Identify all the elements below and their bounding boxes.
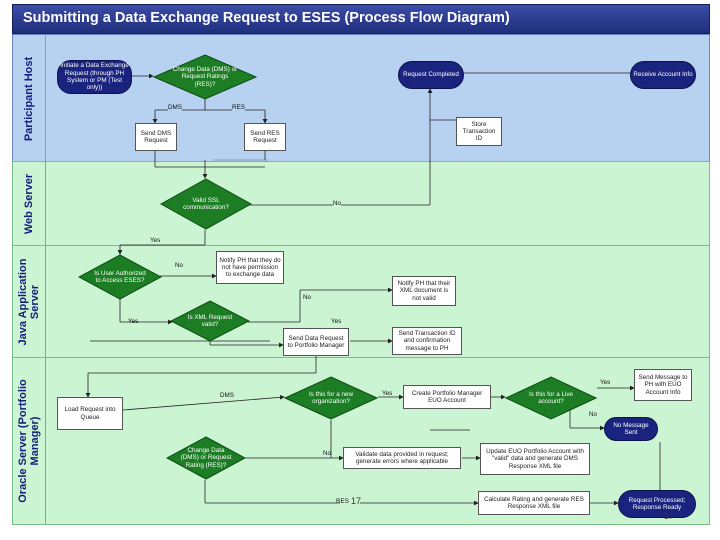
lane-label-web-server: Web Server <box>13 162 46 246</box>
diamond-shape <box>166 436 246 480</box>
diamond-shape <box>78 254 162 300</box>
node-change-data-ph: Change Data (DMS) or Request Ratings (RE… <box>153 54 257 100</box>
edge-label-no-ssl: No <box>333 200 342 207</box>
node-notify-no-permission: Notify PH that they do not have permissi… <box>216 251 284 284</box>
diamond-shape <box>505 376 597 420</box>
node-send-data-request-pm: Send Data Request to Portfolio Manager <box>283 328 349 356</box>
edge-label-no-new: No <box>323 450 332 457</box>
edge-label-yes-ssl: Yes <box>150 237 161 244</box>
node-validate-data: Validate data provided in request; gener… <box>343 447 461 469</box>
diamond-text: Is User Authorized to Access ESES? <box>94 269 146 284</box>
edge-label-yes-live: Yes <box>600 379 611 386</box>
node-is-new-organization: Is this for a new organization? <box>284 376 378 420</box>
node-change-data-os: Change Data (DMS) or Request Rating (RES… <box>166 436 246 480</box>
node-send-res-request: Send RES Request <box>244 123 286 151</box>
edge-label-dms-2: DMS <box>220 392 234 399</box>
node-send-dms-request: Send DMS Request <box>135 123 177 151</box>
edge-label-yes-auth: Yes <box>128 318 139 325</box>
title-bar: Submitting a Data Exchange Request to ES… <box>12 4 710 34</box>
node-no-message-sent: No Message Sent <box>604 417 658 441</box>
node-create-pm-euo: Create Portfolio Manager EUO Account <box>403 385 491 409</box>
page-number-corner: 17 <box>664 512 673 521</box>
edge-label-res-2: RES <box>336 498 349 505</box>
edge-label-yes-new: Yes <box>382 390 393 397</box>
node-load-request-queue: Load Request into Queue <box>57 397 123 430</box>
lane-label-oracle-server: Oracle Server (Portfolio Manager) <box>13 358 46 524</box>
edge-label-res-1: RES <box>232 104 245 111</box>
diamond-text: Valid SSL communication? <box>183 196 229 211</box>
diamond-shape <box>170 300 250 342</box>
diamond-text: Is XML Request valid? <box>187 313 233 328</box>
node-receive-account-info: Receive Account Info <box>630 61 696 89</box>
node-is-user-authorized: Is User Authorized to Access ESES? <box>78 254 162 300</box>
diamond-text: Is this for a new organization? <box>308 390 354 405</box>
diagram-title: Submitting a Data Exchange Request to ES… <box>23 10 510 26</box>
edge-label-no-auth: No <box>175 262 184 269</box>
node-notify-xml-invalid: Notify PH that their XML document is not… <box>392 276 456 306</box>
lane-label-java-application-server: Java Application Server <box>13 246 46 358</box>
diamond-text: Change Data (DMS) or Request Ratings (RE… <box>172 66 238 88</box>
edge-label-dms-1: DMS <box>168 104 182 111</box>
lane-web-server: Web Server <box>12 161 710 247</box>
lane-label-participant-host: Participant Host <box>13 35 46 162</box>
node-valid-ssl: Valid SSL communication? <box>160 178 252 230</box>
node-calculate-rating: Calculate Rating and generate RES Respon… <box>478 491 590 515</box>
node-initiate-request: Initiate a Data Exchange Request (throug… <box>57 60 132 94</box>
diamond-shape <box>160 178 252 230</box>
node-send-message-euo: Send Message to PH with EUO Account Info <box>634 369 692 401</box>
page-number: 17 <box>351 496 362 506</box>
edge-label-no-xml: No <box>303 294 312 301</box>
edge-label-yes-xml: Yes <box>331 318 342 325</box>
node-send-transaction-id: Send Transaction ID and confirmation mes… <box>392 327 462 355</box>
node-store-transaction-id: Store Transaction ID <box>456 117 502 146</box>
node-is-xml-valid: Is XML Request valid? <box>170 300 250 342</box>
diamond-shape <box>284 376 378 420</box>
node-update-euo: Update EUO Portfolio Account with "valid… <box>480 443 590 475</box>
lane-participant-host: Participant Host <box>12 34 710 163</box>
node-is-live-account: Is this for a Live account? <box>505 376 597 420</box>
node-request-completed: Request Completed <box>398 61 464 89</box>
edge-label-no-live: No <box>589 411 598 418</box>
edge-queue-to-neworg <box>122 394 285 411</box>
diamond-text: Change Data (DMS) or Request Rating (RES… <box>180 447 232 469</box>
diamond-text: Is this for a Live account? <box>528 390 574 405</box>
node-request-processed: Request Processed; Response Ready <box>618 490 696 518</box>
lane-oracle-server: Oracle Server (Portfolio Manager) <box>12 357 710 525</box>
diamond-shape <box>153 54 257 100</box>
